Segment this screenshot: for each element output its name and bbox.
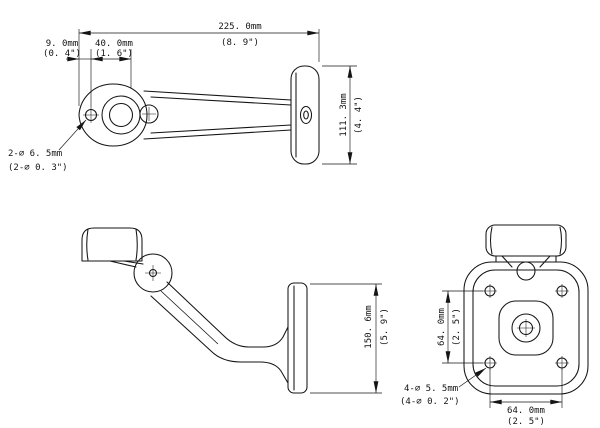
dim-length-in: (8. 9")	[221, 38, 259, 48]
side-view-cap	[81, 227, 143, 262]
dim-hole-spacing-mm: 40. 0mm	[95, 39, 133, 49]
side-view-neck	[109, 260, 144, 268]
side-view-dimensions: 150. 6mm (5. 9")	[310, 283, 390, 394]
side-view-ball-joint	[133, 253, 173, 293]
rear-view-head	[485, 224, 567, 257]
dim-tip-offset-in: (0. 4")	[43, 49, 81, 59]
dim-hole-spacing-in: (1. 6")	[95, 49, 133, 59]
rear-view: 64. 0mm (2. 5") 64. 0mm (2. 5") 4-⌀ 5. 5…	[400, 224, 589, 427]
top-view-pivot-hole	[139, 104, 159, 124]
top-view-tip-hole-centermark	[83, 107, 99, 123]
top-view-head-outline	[78, 83, 148, 147]
rear-view-dimensions: 64. 0mm (2. 5") 64. 0mm (2. 5") 4-⌀ 5. 5…	[400, 290, 563, 427]
top-view-pivot-centermark	[142, 107, 156, 121]
dim-flange-height-in: (4. 4")	[354, 96, 364, 134]
dim-holes-vertical-mm: 64. 0mm	[437, 308, 447, 346]
callout-plate-holes-mm: 4-⌀ 5. 5mm	[404, 384, 458, 394]
dim-holes-horizontal-mm: 64. 0mm	[507, 406, 545, 416]
dim-tip-offset-mm: 9. 0mm	[46, 39, 79, 49]
top-view-flange	[290, 65, 320, 165]
top-view-arm-lines	[143, 90, 292, 140]
rear-view-plate-outer	[463, 261, 589, 395]
side-view-arm-inner-line	[160, 290, 219, 345]
callout-holes-in: (2-⌀ 0. 3")	[8, 163, 68, 173]
rear-view-hole-bottom-right-centermark	[555, 356, 569, 370]
side-view-cap-arc-left	[86, 228, 89, 261]
rear-view-ball	[516, 261, 536, 281]
side-view-ball-centermark	[145, 265, 161, 281]
top-view: 225. 0mm (8. 9") 9. 0mm (0. 4") 40. 0mm …	[8, 22, 364, 173]
dim-height-mm: 150. 6mm	[364, 305, 374, 348]
top-view-dimensions: 225. 0mm (8. 9") 9. 0mm (0. 4") 40. 0mm …	[8, 22, 364, 173]
side-view-cap-arc-right	[135, 228, 138, 261]
callout-holes-mm: 2-⌀ 6. 5mm	[8, 149, 62, 159]
side-view-wall-plate	[287, 282, 308, 394]
rear-view-boss-ring	[511, 313, 541, 343]
rear-view-plate-inner	[472, 269, 580, 387]
rear-view-hole-bottom-left-centermark	[483, 356, 497, 370]
dim-length-mm: 225. 0mm	[218, 22, 261, 32]
dim-holes-horizontal-in: (2. 5")	[507, 417, 545, 427]
rear-view-boss	[498, 300, 554, 356]
dim-holes-vertical-in: (2. 5")	[452, 308, 462, 346]
side-view-arm-top-edge	[166, 281, 289, 348]
rear-view-hole-top-left-centermark	[483, 284, 497, 298]
rear-view-boss-centermark	[517, 319, 535, 337]
rear-view-head-arc-right	[559, 226, 563, 255]
top-view-ring-inner	[108, 102, 134, 128]
leader-line-plate-holes	[458, 367, 487, 388]
side-view: 150. 6mm (5. 9")	[81, 227, 390, 394]
top-view-hub-inner	[303, 110, 309, 120]
leader-line-hole-callout	[58, 119, 87, 151]
dim-flange-height-mm: 111. 3mm	[339, 93, 349, 136]
dim-height-in: (5. 9")	[380, 308, 390, 346]
top-view-hub-outer	[299, 105, 313, 125]
side-view-arm-bottom-edge	[150, 295, 289, 384]
top-view-ring-outer	[101, 95, 141, 135]
rear-view-hole-top-right-centermark	[555, 284, 569, 298]
rear-view-head-arc-left	[489, 226, 493, 255]
callout-plate-holes-in: (4-⌀ 0. 2")	[400, 397, 460, 407]
